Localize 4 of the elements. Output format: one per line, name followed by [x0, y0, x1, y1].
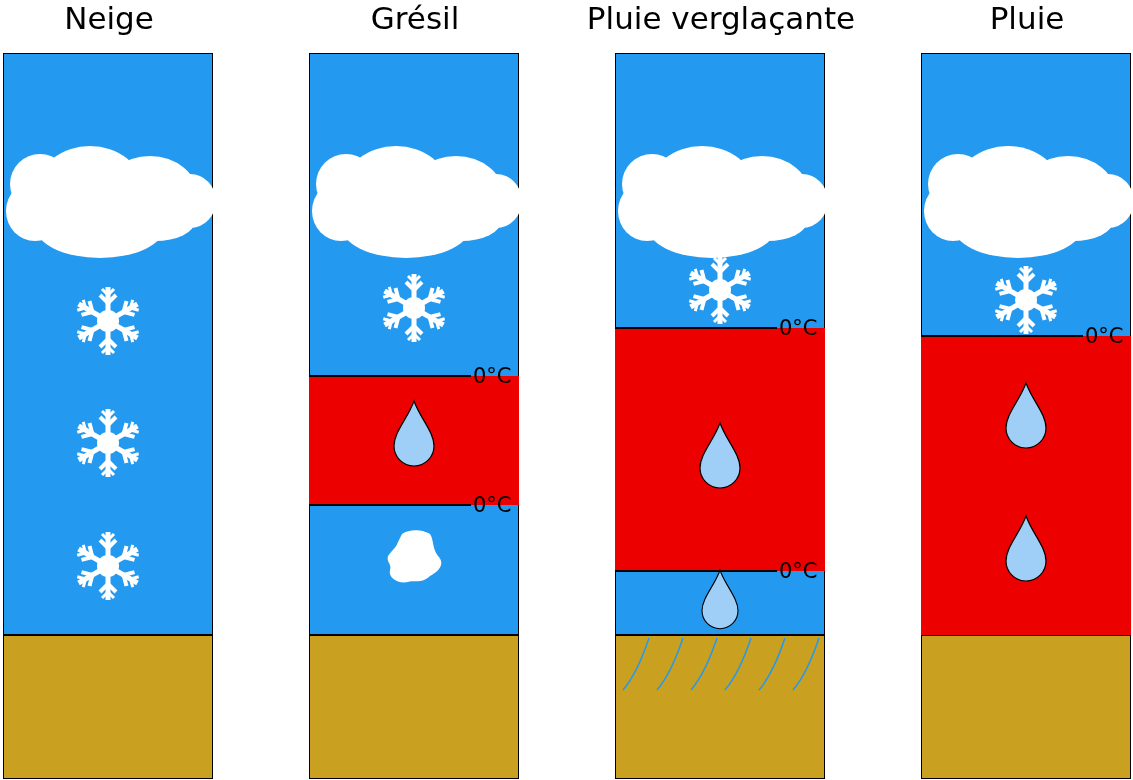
column-title: Pluie: [988, 0, 1066, 36]
column-title: Pluie verglaçante: [585, 0, 857, 36]
column-title: Grésil: [369, 0, 461, 36]
column-title: Neige: [63, 0, 155, 36]
